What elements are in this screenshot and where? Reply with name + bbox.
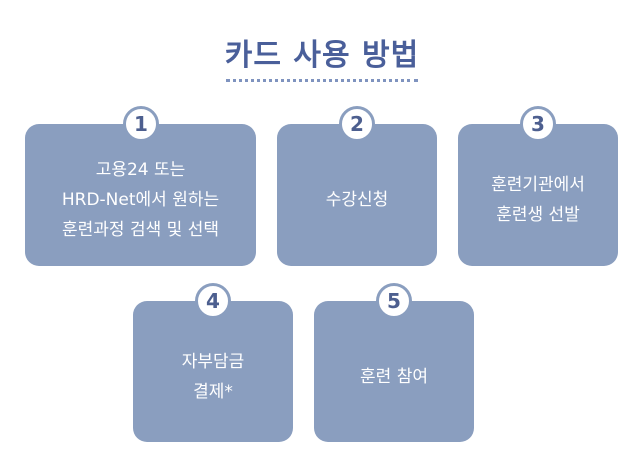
page-title: 카드 사용 방법	[224, 38, 420, 73]
step-card-4: 자부담금 결제*	[133, 301, 293, 442]
step-number-badge-5: 5	[376, 283, 412, 319]
step-number-badge-4: 4	[195, 283, 231, 319]
step-card-2: 수강신청	[277, 124, 437, 266]
step-card-1: 고용24 또는 HRD-Net에서 원하는 훈련과정 검색 및 선택	[25, 124, 256, 266]
step-label-4: 자부담금 결제*	[181, 351, 245, 402]
step-label-1: 고용24 또는 HRD-Net에서 원하는 훈련과정 검색 및 선택	[61, 160, 220, 240]
step-card-5: 훈련 참여	[314, 301, 474, 442]
step-number-badge-1: 1	[123, 106, 159, 142]
step-label-2: 수강신청	[325, 190, 389, 210]
step-card-3: 훈련기관에서 훈련생 선발	[458, 124, 618, 266]
step-number-badge-2: 2	[339, 106, 375, 142]
step-label-3: 훈련기관에서 훈련생 선발	[491, 175, 585, 225]
title-divider	[226, 79, 418, 82]
step-number-badge-3: 3	[520, 106, 556, 142]
step-label-5: 훈련 참여	[360, 366, 428, 387]
